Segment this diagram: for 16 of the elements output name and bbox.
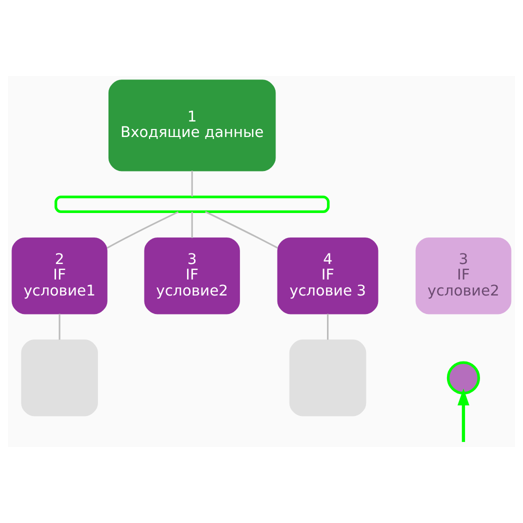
connector [191, 212, 193, 238]
node-box: 4 IF условие 3 [277, 237, 378, 314]
node-box [21, 339, 98, 416]
node-box: 2 IF условие1 [12, 237, 108, 314]
node-box [289, 339, 366, 416]
node-box: 3 IF условие2 [416, 237, 512, 314]
node-box [54, 196, 330, 213]
connector [106, 211, 179, 249]
connector [58, 314, 60, 340]
arrow [458, 388, 470, 442]
node-box: 1 Входящие данные [108, 80, 276, 172]
connector [205, 211, 278, 249]
node-box: 3 IF условие2 [144, 237, 240, 314]
connector [326, 314, 329, 340]
connector [191, 170, 193, 197]
node-circle [446, 361, 480, 394]
